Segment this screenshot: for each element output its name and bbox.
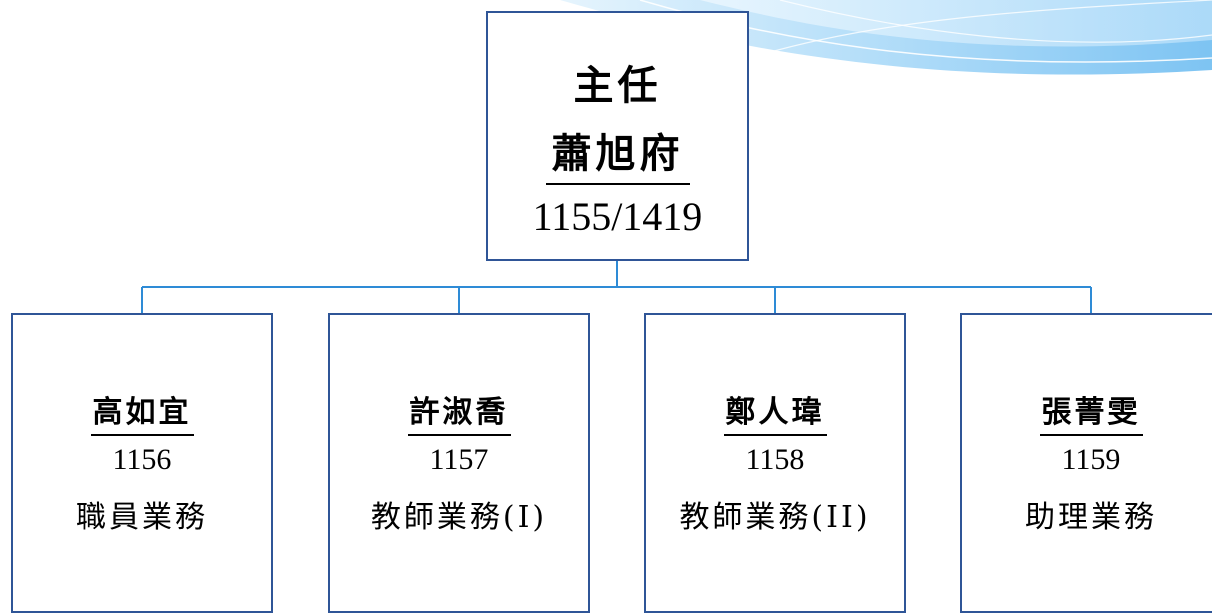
staff-name-row: 鄭人瑋 bbox=[646, 387, 904, 436]
staff-name-row: 許淑喬 bbox=[330, 387, 588, 436]
staff-name-row: 高如宜 bbox=[13, 387, 271, 436]
director-box: 主任 蕭旭府 1155/1419 bbox=[486, 11, 749, 261]
staff-box-1: 高如宜 1156 職員業務 bbox=[11, 313, 273, 613]
staff-box-2: 許淑喬 1157 教師業務(I) bbox=[328, 313, 590, 613]
staff-duty: 助理業務 bbox=[1025, 500, 1157, 535]
staff-extension: 1156 bbox=[112, 443, 172, 476]
staff-name-row: 張菁雯 bbox=[962, 387, 1212, 436]
director-name: 蕭旭府 bbox=[545, 130, 690, 185]
staff-duty: 職員業務 bbox=[76, 500, 208, 535]
staff-duty: 教師業務(I) bbox=[370, 500, 548, 535]
staff-name: 高如宜 bbox=[90, 395, 194, 436]
director-title: 主任 bbox=[573, 62, 662, 109]
staff-box-3: 鄭人瑋 1158 教師業務(II) bbox=[644, 313, 906, 613]
staff-name: 許淑喬 bbox=[407, 395, 511, 436]
staff-name: 鄭人瑋 bbox=[723, 395, 827, 436]
staff-box-4: 張菁雯 1159 助理業務 bbox=[960, 313, 1212, 613]
staff-extension: 1157 bbox=[429, 443, 489, 476]
staff-name: 張菁雯 bbox=[1039, 395, 1143, 436]
staff-extension: 1158 bbox=[745, 443, 805, 476]
staff-duty: 教師業務(II) bbox=[679, 500, 871, 535]
director-name-row: 蕭旭府 bbox=[488, 121, 747, 185]
staff-extension: 1159 bbox=[1061, 443, 1121, 476]
director-extension: 1155/1419 bbox=[532, 194, 703, 239]
